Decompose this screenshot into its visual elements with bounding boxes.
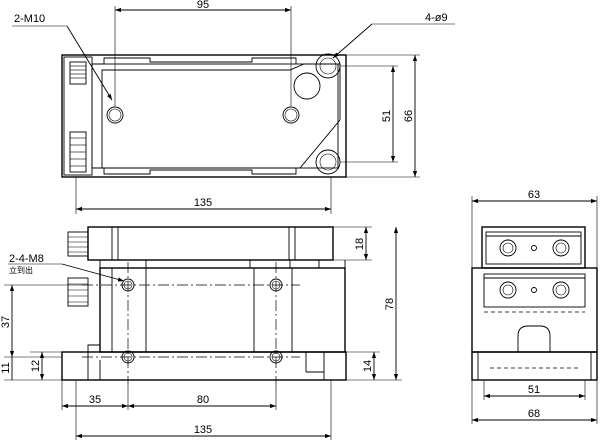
front-view-platen xyxy=(87,226,334,261)
dim-11-label: 11 xyxy=(0,362,12,373)
dim-135-bottom-label: 135 xyxy=(194,424,212,436)
top-view: 95 51 66 135 2-M10 4-ø9 xyxy=(12,0,455,214)
front-view-base xyxy=(61,351,347,381)
dim-14-label: 14 xyxy=(362,360,374,372)
connector-bottom xyxy=(69,131,87,173)
m8-hole-3 xyxy=(121,350,135,364)
front-view: 2-4-M8 立到出 18 78 14 37 11 12 35 80 135 xyxy=(0,226,402,440)
top-view-body-outline xyxy=(61,54,347,178)
top-view-inner-frame xyxy=(91,63,339,169)
dim-68-label: 68 xyxy=(528,408,540,420)
side-view-platen xyxy=(481,226,586,269)
side-hole-3 xyxy=(499,281,517,299)
side-view-arch xyxy=(517,325,551,352)
dim-78-label: 78 xyxy=(384,298,396,310)
top-view-connector-strip xyxy=(63,56,93,176)
dim-35-label: 35 xyxy=(89,394,101,406)
dim-80-label: 80 xyxy=(197,394,209,406)
side-hole-2 xyxy=(552,239,570,257)
dim-37-label: 37 xyxy=(0,316,12,328)
front-connector-lower xyxy=(67,277,89,307)
hole-9-bottom xyxy=(315,149,341,175)
top-view-boss xyxy=(293,72,321,100)
leader-holes xyxy=(332,23,373,59)
dim-95-label: 95 xyxy=(197,0,209,11)
top-view-hex-plate xyxy=(101,63,341,169)
m8-hole-1 xyxy=(121,278,135,292)
m8-hole-4 xyxy=(269,350,283,364)
leader-m8 xyxy=(61,263,125,282)
side-view-inner-frame xyxy=(483,273,586,308)
callout-m10: 2-M10 xyxy=(14,13,45,25)
dim-63-label: 63 xyxy=(528,189,540,201)
front-connector-upper xyxy=(67,231,89,257)
callout-holes: 4-ø9 xyxy=(425,12,448,24)
m10-hole-right xyxy=(282,106,300,124)
side-view-body xyxy=(471,267,598,353)
dim-18-label: 18 xyxy=(354,238,366,250)
connector-top xyxy=(69,61,87,85)
callout-m8: 2-4-M8 xyxy=(9,253,44,265)
top-view-upper-rail xyxy=(92,57,297,65)
side-view-base xyxy=(471,351,598,381)
front-view-body xyxy=(99,267,346,353)
hole-9-top xyxy=(315,53,341,79)
m8-hole-2 xyxy=(269,278,283,292)
m10-hole-left xyxy=(106,106,124,124)
dim-135-top-label: 135 xyxy=(194,197,212,209)
side-view: 63 51 68 xyxy=(471,189,598,424)
dim-51-top-label: 51 xyxy=(381,110,393,122)
dim-12-label: 12 xyxy=(30,360,42,372)
top-view-lower-rail xyxy=(92,167,297,175)
side-hole-4 xyxy=(552,281,570,299)
dim-51-side-label: 51 xyxy=(528,384,540,396)
leader-m10 xyxy=(66,25,113,101)
side-center-dot-upper xyxy=(531,245,537,251)
side-center-dot-lower xyxy=(531,287,537,293)
dim-66-label: 66 xyxy=(403,110,415,122)
callout-m8-note: 立到出 xyxy=(9,265,33,275)
side-hole-1 xyxy=(499,239,517,257)
